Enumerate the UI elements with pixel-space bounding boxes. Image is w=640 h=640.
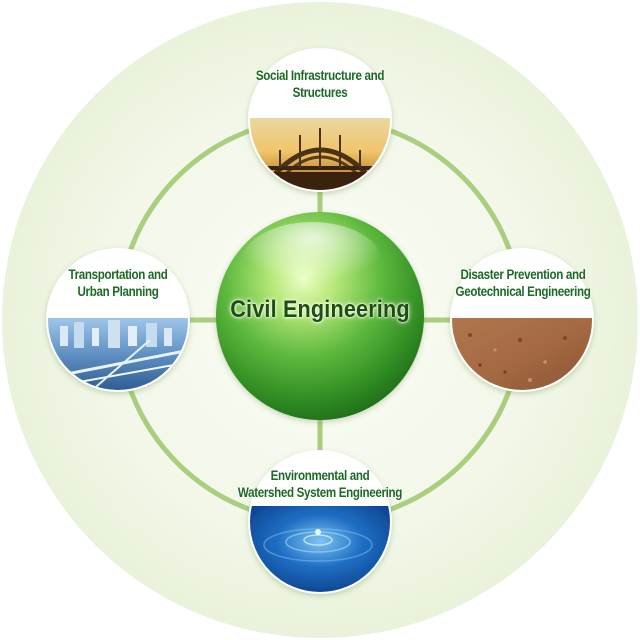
node-top-label: Social Infrastructure and Structures (255, 68, 385, 100)
node-left-label: Transportation and Urban Planning (68, 267, 168, 299)
node-bottom-label: Environmental and Watershed System Engin… (237, 468, 403, 500)
center-label: Civil Engineering (230, 296, 410, 323)
node-right-label: Disaster Prevention and Geotechnical Eng… (455, 267, 591, 299)
node-top-image (248, 48, 392, 192)
node-bottom-image (248, 450, 392, 594)
node-right-image (450, 248, 594, 392)
center-sphere (216, 212, 424, 420)
